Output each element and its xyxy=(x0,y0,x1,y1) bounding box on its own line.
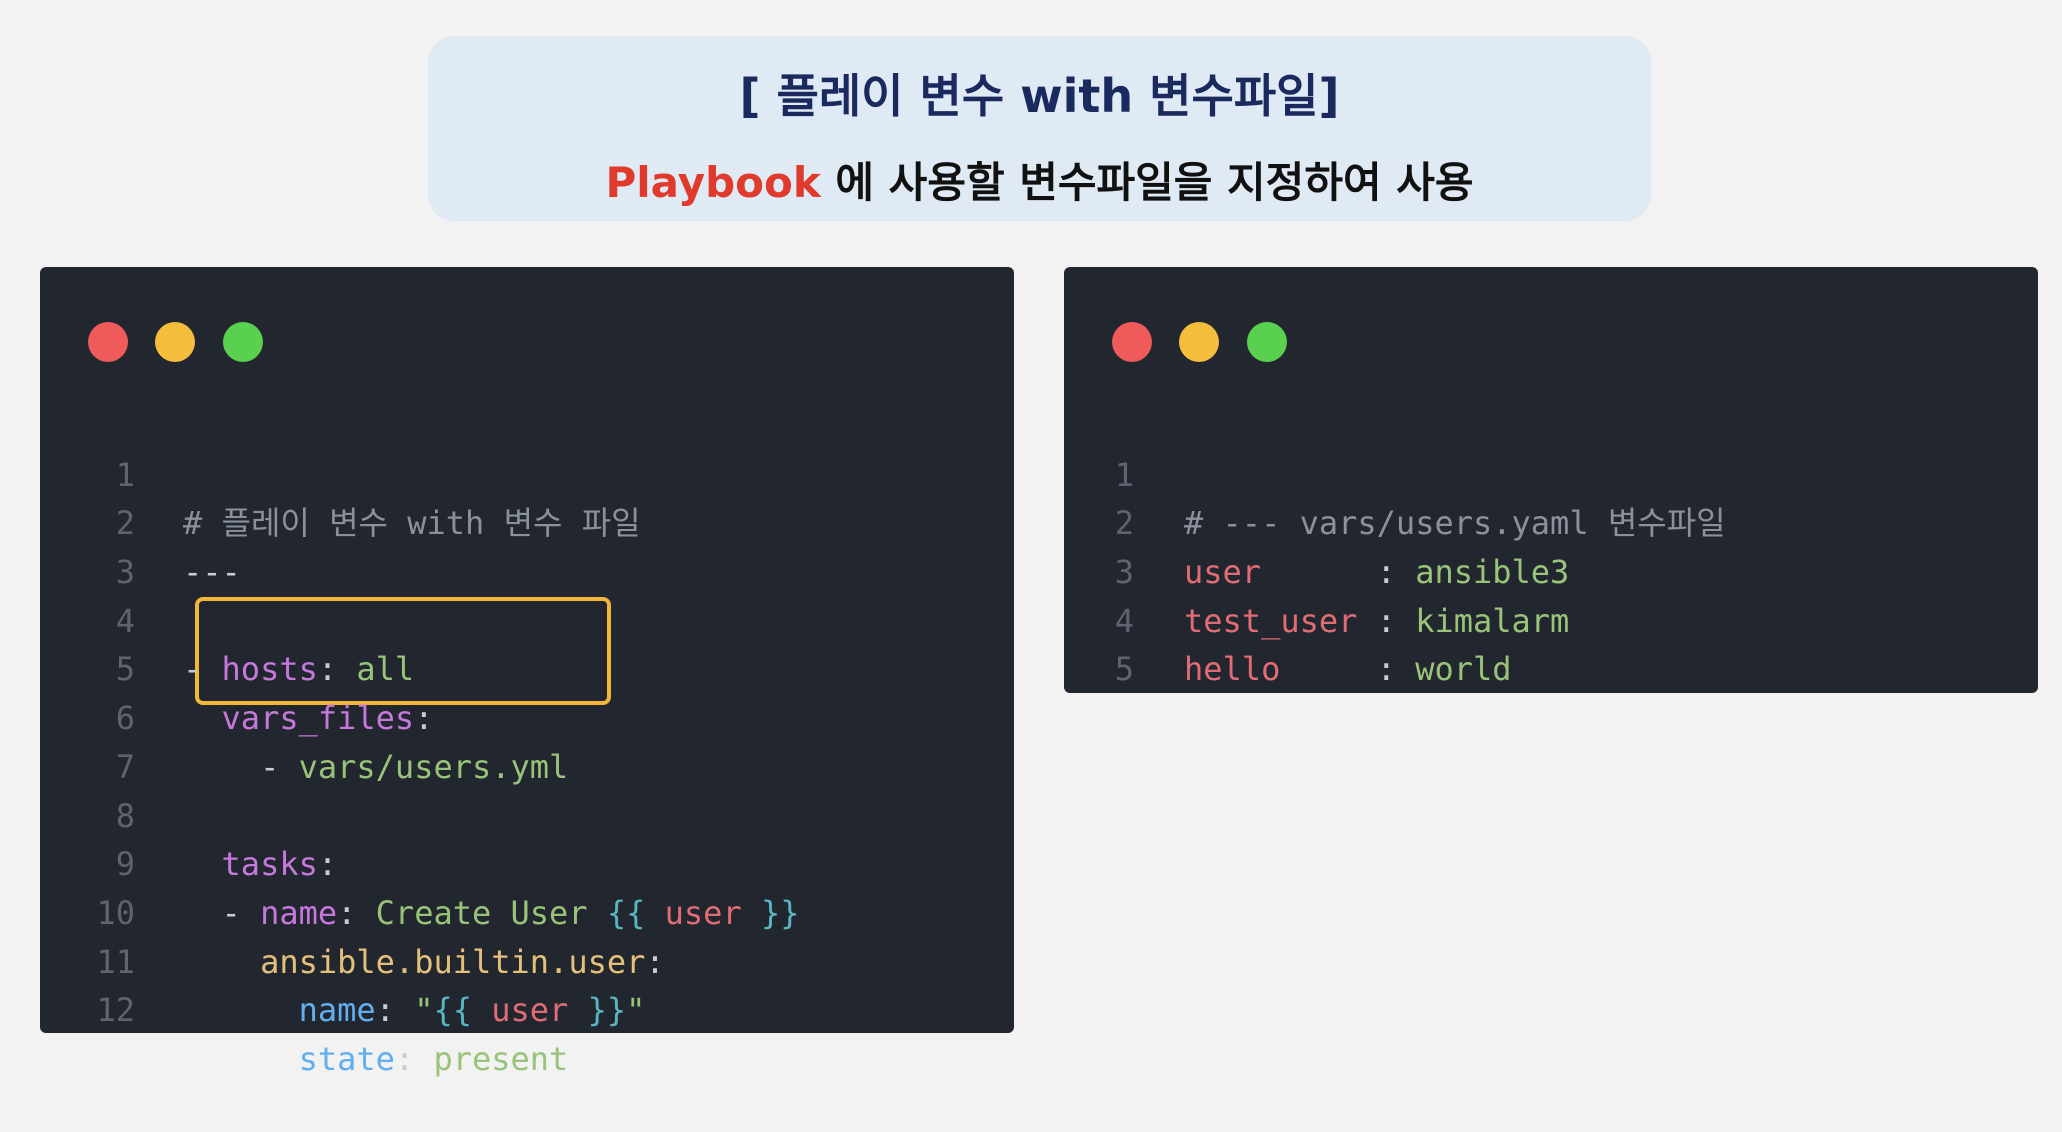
code-line: 2 --- xyxy=(40,451,1014,591)
code-line: 8 tasks: xyxy=(40,743,1014,884)
code-line: 1 # --- vars/users.yaml 변수파일 xyxy=(1064,402,2038,543)
vars-code: 1 # --- vars/users.yaml 변수파일 2 user : an… xyxy=(1064,402,2038,689)
vars-files-highlight-box xyxy=(195,597,611,705)
code-line: 2 user : ansible3 xyxy=(1064,451,2038,591)
line-number: 5 xyxy=(1114,650,1134,689)
line-number: 11 xyxy=(96,942,135,981)
code-token xyxy=(183,1040,299,1078)
code-template-brace: }} xyxy=(568,991,627,1030)
code-value: world xyxy=(1415,650,1512,689)
line-number: 10 xyxy=(96,893,135,932)
code-value: Create User xyxy=(375,893,607,932)
code-token: - xyxy=(183,650,222,689)
code-value: all xyxy=(356,650,415,689)
line-number: 8 xyxy=(115,796,135,835)
code-line: 9 - name: Create User {{ user }} xyxy=(40,792,1014,932)
code-variable: user xyxy=(664,893,742,932)
code-line: 5 vars_files: xyxy=(40,597,1014,737)
code-comment: # --- vars/users.yaml 변수파일 xyxy=(1184,504,1726,543)
code-key: hosts xyxy=(221,650,318,689)
banner-subtitle: Playbook 에 사용할 변수파일을 지정하여 사용 xyxy=(428,149,1651,210)
code-quote: " xyxy=(414,991,434,1030)
code-token: : xyxy=(645,942,665,981)
code-value: kimalarm xyxy=(1415,601,1570,640)
code-variable: user xyxy=(491,991,569,1030)
code-token: : xyxy=(394,1039,434,1078)
subtitle-text: 에 사용할 변수파일을 지정하여 사용 xyxy=(820,158,1474,207)
subtitle-accent: Playbook xyxy=(605,158,821,207)
line-number: 2 xyxy=(1114,504,1134,543)
code-value: vars/users.yml xyxy=(298,747,569,786)
code-param: state xyxy=(298,1039,395,1078)
code-key: test_user xyxy=(1184,601,1358,640)
line-number: 3 xyxy=(115,553,135,592)
line-number: 5 xyxy=(115,650,135,689)
code-token xyxy=(183,991,299,1029)
code-token: : xyxy=(1280,650,1416,689)
code-token: : xyxy=(1261,553,1416,592)
line-number: 4 xyxy=(115,601,135,640)
code-line: 6 - vars/users.yml xyxy=(40,645,1014,786)
code-value: ansible3 xyxy=(1415,553,1570,592)
code-line: 7 xyxy=(40,694,1014,786)
line-number: 2 xyxy=(115,504,135,543)
line-number: 7 xyxy=(115,747,135,786)
minimize-dot-icon[interactable] xyxy=(155,322,195,362)
line-number: 4 xyxy=(1114,601,1134,640)
code-line: 11 name: "{{ user }}" xyxy=(40,889,1014,1030)
vars-file-editor-window: 1 # --- vars/users.yaml 변수파일 2 user : an… xyxy=(1064,267,2038,693)
playbook-code: 1 # 플레이 변수 with 변수 파일 2 --- 3 4 - hosts:… xyxy=(40,402,1014,1078)
code-token: --- xyxy=(183,553,241,592)
maximize-dot-icon[interactable] xyxy=(223,322,263,362)
code-token: - xyxy=(183,893,261,932)
close-dot-icon[interactable] xyxy=(88,322,128,362)
code-token: : xyxy=(1357,601,1416,640)
code-line: 4 - hosts: all xyxy=(40,548,1014,689)
code-line: 1 # 플레이 변수 with 변수 파일 xyxy=(40,402,1014,543)
code-comment: # 플레이 변수 with 변수 파일 xyxy=(183,504,641,543)
playbook-editor-window: 1 # 플레이 변수 with 변수 파일 2 --- 3 4 - hosts:… xyxy=(40,267,1014,1078)
code-line: 4 hello : world xyxy=(1064,548,2038,689)
code-token: : xyxy=(337,893,376,932)
code-line: 10 ansible.builtin.user: xyxy=(40,840,1014,981)
code-template-brace: {{ xyxy=(606,893,665,932)
line-number: 1 xyxy=(115,455,135,494)
code-token: - xyxy=(183,747,299,786)
code-template-brace: {{ xyxy=(433,991,492,1030)
line-number: 6 xyxy=(115,699,135,738)
code-key: tasks xyxy=(221,845,318,884)
code-key: hello xyxy=(1184,650,1281,689)
code-token: : xyxy=(375,991,415,1030)
banner-title: [ 플레이 변수 with 변수파일] xyxy=(739,69,1340,123)
code-line: 3 test_user : kimalarm xyxy=(1064,499,2038,640)
close-dot-icon[interactable] xyxy=(1112,322,1152,362)
code-key: user xyxy=(1184,553,1262,592)
code-module: ansible.builtin.user xyxy=(260,942,646,981)
code-line: 5 xyxy=(1064,597,2038,688)
minimize-dot-icon[interactable] xyxy=(1179,322,1219,362)
line-number: 3 xyxy=(1114,553,1134,592)
line-number: 9 xyxy=(115,845,135,884)
code-token: : xyxy=(414,699,434,738)
line-number: 1 xyxy=(1114,455,1134,494)
title-banner: [ 플레이 변수 with 변수파일] Playbook 에 사용할 변수파일을… xyxy=(428,36,1651,221)
code-line: 3 xyxy=(40,499,1014,591)
maximize-dot-icon[interactable] xyxy=(1247,322,1287,362)
code-key: name xyxy=(260,893,338,932)
code-token: : xyxy=(317,845,338,884)
code-key: vars_files xyxy=(221,699,415,738)
line-number: 12 xyxy=(96,991,135,1030)
code-token: : xyxy=(317,650,357,689)
code-template-brace: }} xyxy=(741,893,800,932)
code-line: 12 state: present xyxy=(40,938,1014,1078)
code-param: name xyxy=(298,991,376,1030)
code-quote: " xyxy=(626,991,646,1030)
code-value: present xyxy=(433,1039,569,1078)
